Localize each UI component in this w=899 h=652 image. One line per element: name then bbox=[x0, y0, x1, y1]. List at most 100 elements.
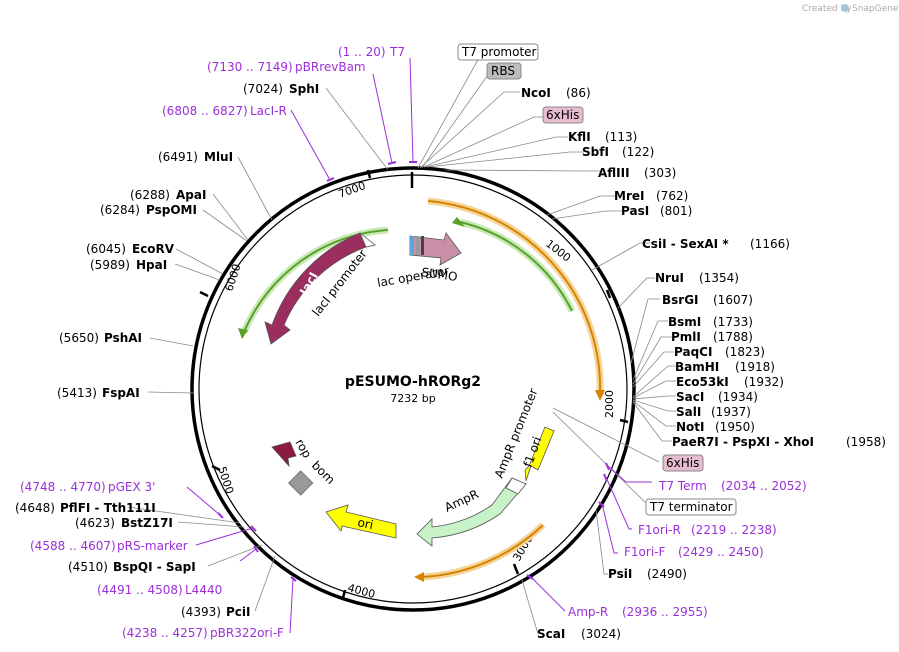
svg-text:(6045): (6045) bbox=[86, 242, 126, 256]
site-scai[interactable]: ScaI(3024) bbox=[537, 627, 621, 641]
feature-f1-ori[interactable] bbox=[524, 426, 555, 482]
box-t7-terminator[interactable]: T7 terminator bbox=[645, 498, 737, 516]
site-psii[interactable]: PsiI(2490) bbox=[608, 567, 687, 581]
site-sphi[interactable]: (7024)SphI bbox=[243, 82, 319, 96]
primer-t7-term[interactable]: T7 Term (2034 .. 2052) bbox=[658, 479, 807, 493]
box-t7-promoter[interactable]: T7 promoter bbox=[457, 43, 539, 61]
site-saci[interactable]: SacI(1934) bbox=[676, 390, 758, 404]
svg-text:PaqCI: PaqCI bbox=[674, 345, 712, 359]
svg-text:(5650): (5650) bbox=[59, 331, 99, 345]
svg-text:(1788): (1788) bbox=[713, 330, 753, 344]
site-ecorv[interactable]: (6045) EcoRV bbox=[86, 242, 175, 256]
svg-text:(86): (86) bbox=[566, 86, 591, 100]
site-pflfi-tth111i[interactable]: (4648)PflFI - Tth111I bbox=[15, 501, 156, 515]
site-bsmi[interactable]: BsmI (1733) bbox=[668, 315, 753, 329]
site-nrui[interactable]: NruI(1354) bbox=[655, 271, 739, 285]
svg-text:FspAI: FspAI bbox=[102, 386, 140, 400]
tick-label-6000: 6000 bbox=[222, 262, 243, 293]
site-bspqi-sapi[interactable]: (4510)BspQI - SapI bbox=[68, 560, 196, 574]
site-sbfi[interactable]: SbfI(122) bbox=[582, 145, 654, 159]
svg-text:(1823): (1823) bbox=[725, 345, 765, 359]
site-bsrgi[interactable]: BsrGI(1607) bbox=[662, 293, 753, 307]
site-sali[interactable]: SalI(1937) bbox=[676, 405, 751, 419]
primer-amp-r[interactable]: Amp-R(2936 .. 2955) bbox=[568, 605, 708, 619]
rbs-label: RBS bbox=[491, 64, 515, 78]
site-noti[interactable]: NotI (1950) bbox=[676, 420, 755, 434]
svg-text:BamHI: BamHI bbox=[675, 360, 719, 374]
site-mrei[interactable]: MreI (762) bbox=[614, 189, 688, 203]
site-paqci[interactable]: PaqCI (1823) bbox=[674, 345, 765, 359]
svg-text:NotI: NotI bbox=[676, 420, 705, 434]
site-fspai[interactable]: (5413)FspAI bbox=[57, 386, 140, 400]
plasmid-size: 7232 bp bbox=[390, 392, 435, 405]
site-pcii[interactable]: (4393)PciI bbox=[181, 605, 251, 619]
site-ncoi[interactable]: NcoI (86) bbox=[521, 86, 591, 100]
site-bamhi[interactable]: BamHI (1918) bbox=[675, 360, 775, 374]
svg-text:MluI: MluI bbox=[204, 150, 233, 164]
svg-text:Eco53kI: Eco53kI bbox=[676, 375, 729, 389]
site-pspomi[interactable]: (6284)PspOMI bbox=[100, 203, 197, 217]
svg-text:(1733): (1733) bbox=[713, 315, 753, 329]
site-pasi[interactable]: PasI(801) bbox=[621, 204, 692, 218]
feature-laci[interactable] bbox=[264, 232, 376, 345]
lac-operator-label: lac operator bbox=[376, 264, 450, 290]
site-paer7i-pspxi-xhoi[interactable]: PaeR7I - PspXI - XhoI(1958) bbox=[672, 435, 886, 449]
site-bstz17i[interactable]: (4623)BstZ17I bbox=[75, 516, 173, 530]
primer-laci-r[interactable]: (6808 .. 6827)LacI-R bbox=[162, 104, 287, 118]
svg-text:(5989): (5989) bbox=[90, 258, 130, 272]
svg-text:T7: T7 bbox=[389, 45, 405, 59]
sumo-label: SUMO bbox=[421, 265, 459, 284]
orf-green-right bbox=[452, 217, 576, 313]
primer-t7[interactable]: (1 .. 20)T7 bbox=[338, 45, 405, 59]
primer-f1ori-f[interactable]: F1ori-F(2429 .. 2450) bbox=[624, 545, 764, 559]
site-apai[interactable]: (6288)ApaI bbox=[130, 188, 206, 202]
primer-leaders bbox=[186, 57, 652, 634]
feature-sumo[interactable] bbox=[409, 232, 462, 266]
svg-text:(1950): (1950) bbox=[715, 420, 755, 434]
svg-text:BstZ17I: BstZ17I bbox=[121, 516, 173, 530]
box-rbs[interactable]: RBS bbox=[486, 62, 522, 80]
primer-pbrrevbam[interactable]: (7130 .. 7149)pBRrevBam bbox=[207, 60, 366, 74]
svg-text:(4491 .. 4508): (4491 .. 4508) bbox=[97, 583, 183, 597]
box-6xhis-top[interactable]: 6xHis bbox=[542, 106, 584, 124]
primer-prs-marker[interactable]: (4588 .. 4607)pRS-marker bbox=[30, 539, 188, 553]
site-eco53ki[interactable]: Eco53kI(1932) bbox=[676, 375, 784, 389]
primer-pbr322ori-f[interactable]: (4238 .. 4257)pBR322ori-F bbox=[122, 626, 284, 640]
svg-text:(4393): (4393) bbox=[181, 605, 221, 619]
feature-ori[interactable] bbox=[325, 504, 397, 539]
site-pshai[interactable]: (5650)PshAI bbox=[59, 331, 142, 345]
site-pmli[interactable]: PmlI(1788) bbox=[671, 330, 753, 344]
primer-l4440[interactable]: (4491 .. 4508)L4440 bbox=[97, 583, 222, 597]
feature-ampr[interactable] bbox=[416, 477, 527, 547]
box-6xhis-right[interactable]: 6xHis bbox=[662, 454, 704, 472]
site-kfli[interactable]: KflI(113) bbox=[568, 130, 637, 144]
svg-text:(4510): (4510) bbox=[68, 560, 108, 574]
svg-text:PsiI: PsiI bbox=[608, 567, 632, 581]
site-csii-sexai[interactable]: CsiI - SexAI *(1166) bbox=[642, 237, 790, 251]
svg-text:MreI: MreI bbox=[614, 189, 644, 203]
t7-terminator-label: T7 terminator bbox=[649, 500, 733, 514]
svg-text:(1918): (1918) bbox=[735, 360, 775, 374]
svg-text:(6284): (6284) bbox=[100, 203, 140, 217]
svg-text:(762): (762) bbox=[656, 189, 688, 203]
feature-rop[interactable] bbox=[271, 441, 297, 468]
ampr-label: AmpR bbox=[442, 487, 480, 515]
svg-text:(2219 .. 2238): (2219 .. 2238) bbox=[691, 523, 777, 537]
svg-text:(2034 .. 2052): (2034 .. 2052) bbox=[721, 479, 807, 493]
t7-promoter-label: T7 promoter bbox=[461, 45, 537, 59]
svg-text:(6288): (6288) bbox=[130, 188, 170, 202]
feature-bom[interactable] bbox=[287, 470, 314, 496]
svg-text:T7 Term: T7 Term bbox=[658, 479, 707, 493]
site-hpai[interactable]: (5989)HpaI bbox=[90, 258, 167, 272]
site-afliii[interactable]: AflIII(303) bbox=[598, 166, 676, 180]
snapgene-label: SnapGene bbox=[852, 4, 899, 14]
svg-text:BsmI: BsmI bbox=[668, 315, 701, 329]
svg-text:(1934): (1934) bbox=[718, 390, 758, 404]
primer-f1ori-r[interactable]: F1ori-R(2219 .. 2238) bbox=[638, 523, 777, 537]
svg-text:NcoI: NcoI bbox=[521, 86, 551, 100]
primer-pgex3[interactable]: (4748 .. 4770)pGEX 3' bbox=[20, 480, 155, 494]
snapgene-logo-icon bbox=[841, 4, 849, 12]
svg-text:(1937): (1937) bbox=[711, 405, 751, 419]
svg-text:EcoRV: EcoRV bbox=[132, 242, 175, 256]
site-mlui[interactable]: (6491)MluI bbox=[158, 150, 233, 164]
